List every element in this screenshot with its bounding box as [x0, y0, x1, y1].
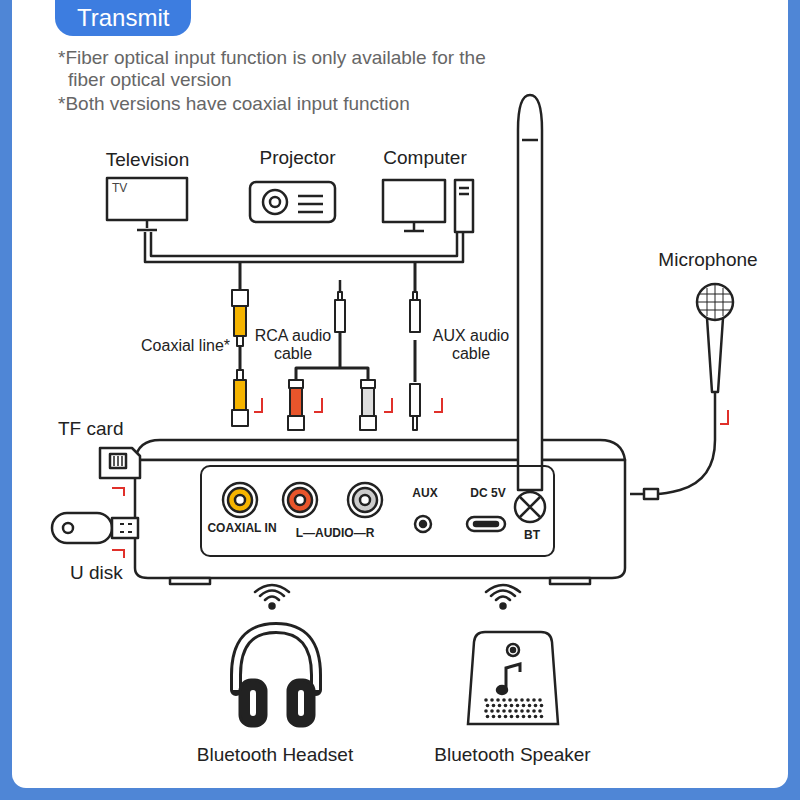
- port-label: AUX: [400, 487, 450, 501]
- device-label: Projector: [240, 147, 355, 169]
- title-tab: Transmit: [55, 0, 191, 36]
- port-label: L—AUDIO—R: [280, 527, 390, 541]
- port-panel: COAXIAL INL—AUDIO—R AUX DC 5V BT: [200, 465, 555, 557]
- cable-label: RCA audio cable: [252, 327, 334, 364]
- card-ground: [12, 0, 788, 788]
- note-text: *Fiber optical input function is only av…: [58, 47, 518, 91]
- device-label: TF card: [58, 418, 148, 440]
- port-label: BT: [512, 529, 552, 543]
- note-text: *Both versions have coaxial input functi…: [58, 93, 518, 115]
- port-label: COAXIAL IN: [204, 522, 280, 536]
- device-label: Bluetooth Speaker: [405, 744, 620, 766]
- device-label: Bluetooth Headset: [170, 744, 380, 766]
- device-label: Television: [85, 149, 210, 171]
- port-label: DC 5V: [458, 487, 518, 501]
- screen-label: TV: [112, 182, 142, 196]
- device-label: Computer: [370, 147, 480, 169]
- device-label: Microphone: [648, 249, 768, 271]
- cable-label: AUX audio cable: [426, 327, 516, 364]
- cable-label: Coaxial line*: [108, 337, 230, 355]
- device-label: U disk: [70, 562, 150, 584]
